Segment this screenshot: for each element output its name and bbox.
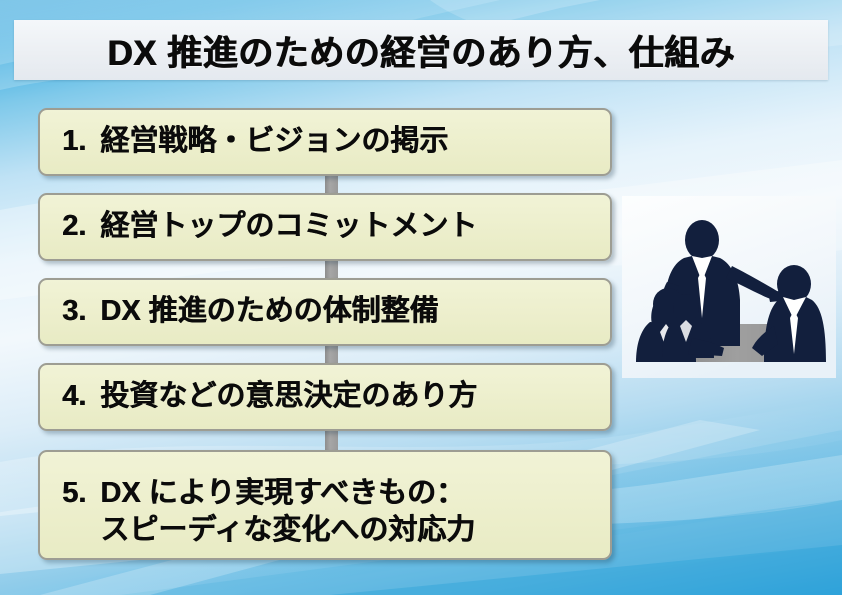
list-item-number: 2. <box>62 210 87 243</box>
list-item-number: 3. <box>62 295 87 328</box>
business-meeting-illustration <box>622 196 836 378</box>
list-item-label: 経営戦略・ビジョンの掲示 <box>100 125 449 158</box>
list-item-number: 5. <box>62 476 87 509</box>
list-item-label: DX により実現すべきもの： スピーディな変化への対応力 <box>100 476 476 546</box>
list-item-label: 経営トップのコミットメント <box>100 210 478 243</box>
page-title: DX 推進のための経営のあり方、仕組み <box>107 33 735 73</box>
list-item-number: 1. <box>62 125 87 158</box>
list-item-label: DX 推進のための体制整備 <box>100 295 439 328</box>
list-item-number: 4. <box>62 380 87 413</box>
list-item[interactable]: 3. DX 推進のための体制整備 <box>38 278 612 346</box>
list-item[interactable]: 1. 経営戦略・ビジョンの掲示 <box>38 108 612 176</box>
silhouette-seated-left-front <box>662 294 724 358</box>
list-item-label: 投資などの意思決定のあり方 <box>100 380 478 413</box>
list-item[interactable]: 4. 投資などの意思決定のあり方 <box>38 363 612 431</box>
list-item[interactable]: 5. DX により実現すべきもの： スピーディな変化への対応力 <box>38 450 612 560</box>
list-item[interactable]: 2. 経営トップのコミットメント <box>38 193 612 261</box>
slide-title-band: DX 推進のための経営のあり方、仕組み <box>14 20 828 80</box>
